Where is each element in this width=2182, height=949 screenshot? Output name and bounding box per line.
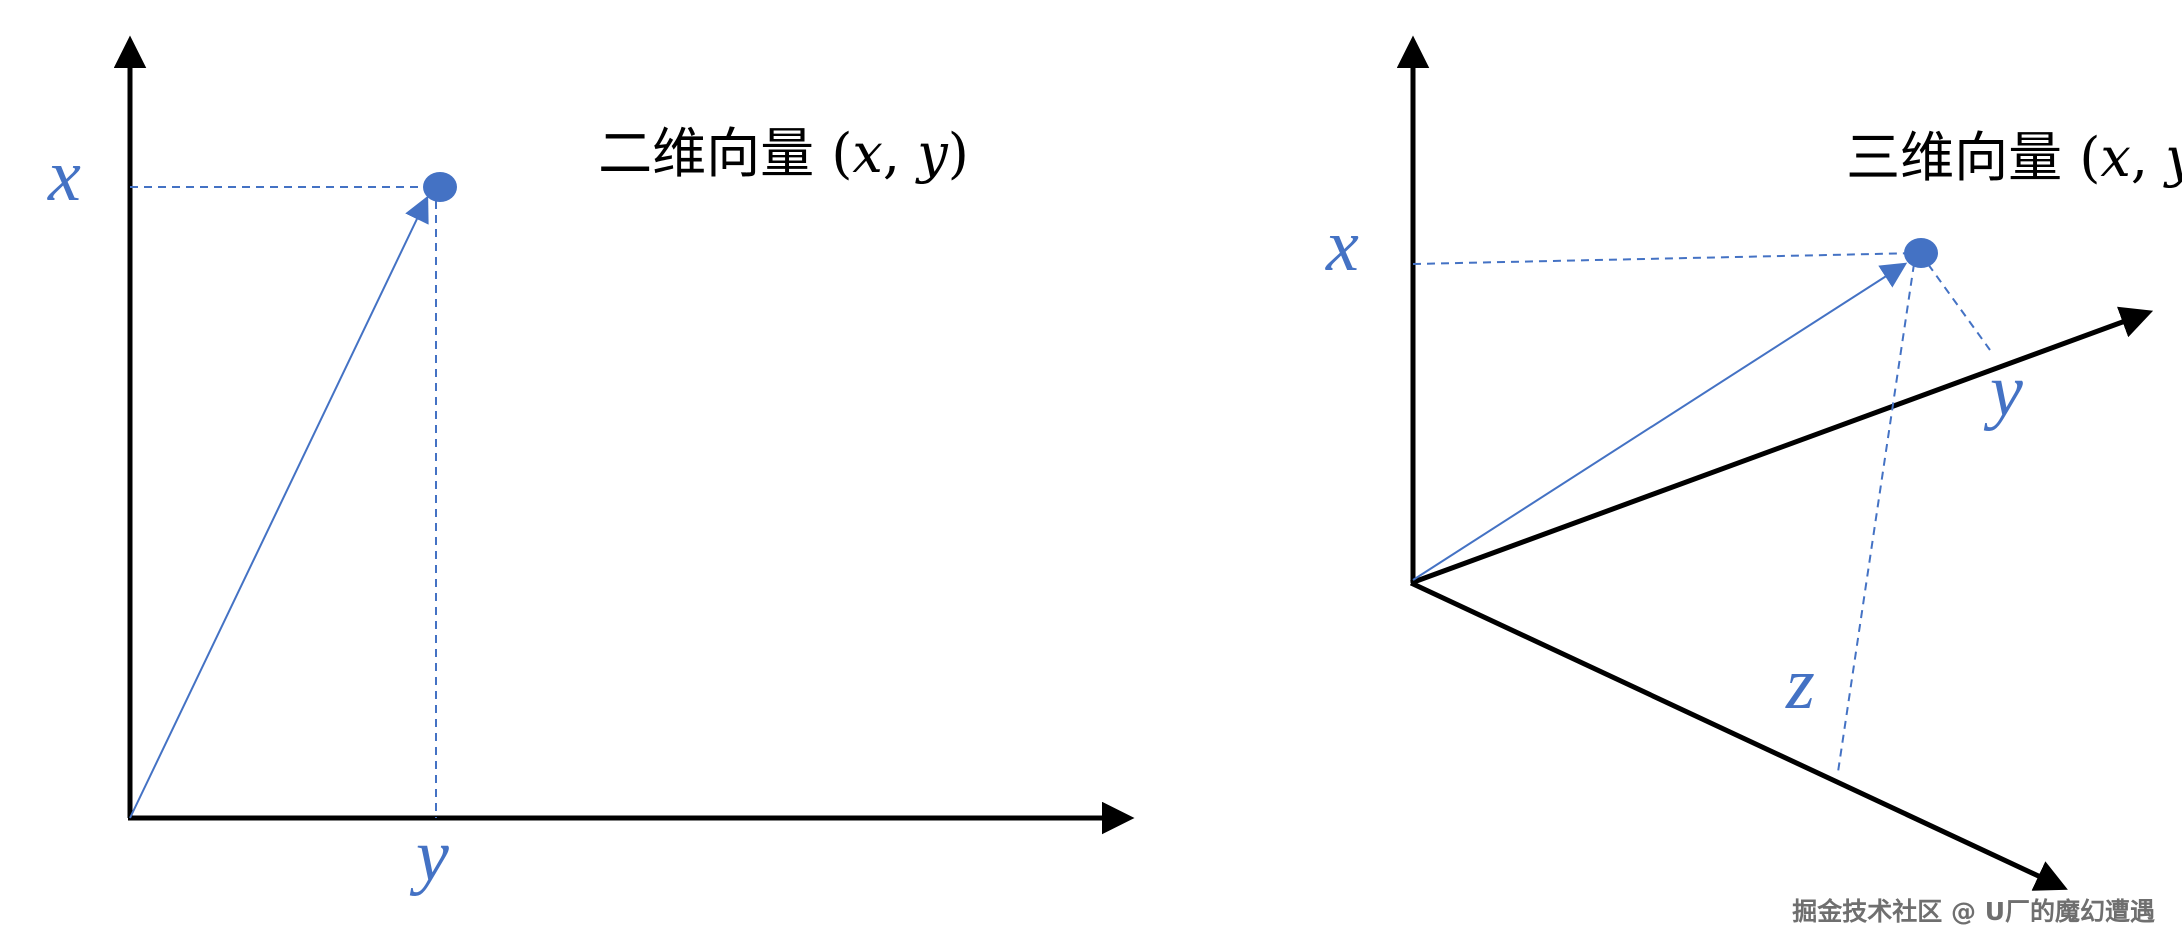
title-2d-close: ) [948, 122, 969, 185]
title-3d-coord-a: x [2100, 126, 2130, 189]
watermark: 掘金技术社区 @ U厂的魔幻遭遇 [1792, 897, 2155, 926]
diagram-2d: 二维向量 (x, y) x y [47, 35, 1135, 897]
axis-label-horizontal-2d: y [409, 815, 449, 897]
title-2d-coord-a: x [852, 122, 882, 185]
title-3d-open: ( [2062, 126, 2100, 189]
diagram-3d: 三维向量 (x, y, z) x y z [1325, 35, 2182, 891]
projection-line-y-3d [1919, 252, 1991, 351]
axis-label-vertical-2d: x [47, 135, 81, 217]
axis-label-depth-3d: y [1983, 350, 2023, 432]
title-2d-sep: , [883, 122, 917, 185]
vector-arrow-3d [1412, 262, 1908, 581]
point-label-3d: 三维向量 (x, y, z) [1726, 126, 2182, 189]
vector-point-3d [1904, 238, 1938, 268]
projection-line-z-3d [1837, 263, 1915, 773]
point-label-2d: 二维向量 (x, y) [478, 122, 1055, 185]
vector-arrow-2d [129, 195, 429, 819]
title-3d-coord-b: y [2163, 126, 2182, 189]
title-2d-coord-b: y [915, 122, 949, 185]
axis-label-lower-3d: z [1785, 643, 1815, 725]
projection-line-x-3d [1412, 252, 1921, 265]
axis-depth-3d [1410, 306, 2154, 586]
title-3d-sep1: , [2131, 126, 2165, 189]
title-3d-cjk: 三维向量 [1846, 126, 2062, 189]
title-2d-cjk: 二维向量 [598, 122, 814, 185]
axis-label-vertical-3d: x [1325, 205, 1359, 287]
axis-lower-3d [1409, 580, 2068, 891]
vector-point-2d [423, 172, 457, 202]
title-2d-open: ( [814, 122, 852, 185]
